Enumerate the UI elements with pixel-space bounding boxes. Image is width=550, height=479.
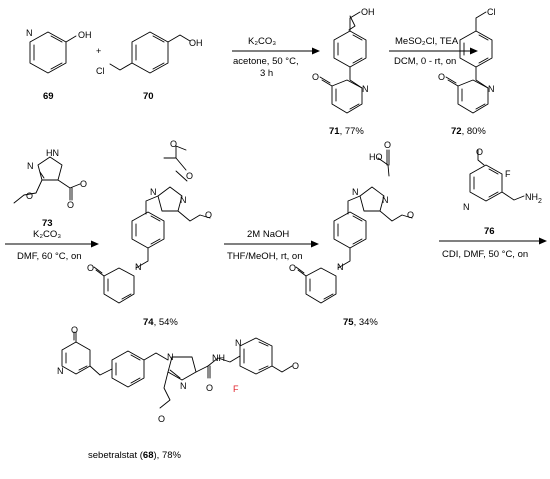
atom-o: O: [206, 383, 213, 393]
atom-o: O: [289, 263, 296, 273]
atom-n: N: [463, 202, 470, 212]
step5-conditions: CDI, DMF, 50 °C, on: [442, 249, 528, 260]
atom-oh: OH: [189, 38, 203, 48]
compound-label-69: 69: [43, 91, 54, 102]
step3-reagent: K₂CO₃: [33, 229, 61, 240]
atom-n: N: [352, 187, 359, 197]
step1-reagent: K₂CO₃: [248, 36, 276, 47]
compound-label-74: 74, 54%: [143, 317, 178, 328]
compound-70-structure: Cl OH: [96, 31, 203, 76]
atom-o: O: [292, 361, 299, 371]
atom-o: O: [170, 139, 177, 149]
product-label: sebetralstat (68), 78%: [88, 450, 182, 461]
atom-o: O: [158, 414, 165, 424]
atom-n: N: [382, 195, 389, 205]
atom-f: F: [233, 384, 239, 394]
compound-74-structure: O O N N O O N: [87, 139, 212, 304]
atom-o: O: [205, 210, 212, 220]
atom-oh: OH: [361, 7, 375, 17]
atom-n: N: [337, 262, 344, 272]
step1-time: 3 h: [260, 68, 273, 79]
step1-conditions: acetone, 50 °C,: [233, 56, 299, 67]
compound-label-73: 73: [42, 218, 53, 229]
compound-76-structure: O F N NH2: [463, 147, 542, 212]
compound-69-structure: OH N: [26, 28, 92, 74]
atom-cl: Cl: [96, 66, 105, 76]
atom-o: O: [384, 140, 391, 150]
atom-o: O: [312, 72, 319, 82]
step3-conditions: DMF, 60 °C, on: [17, 251, 82, 262]
compound-label-72: 72, 80%: [451, 126, 486, 137]
atom-o: O: [71, 325, 78, 335]
compound-label-75: 75, 34%: [343, 317, 378, 328]
compound-label-71: 71, 77%: [329, 126, 364, 137]
atom-o: O: [407, 210, 414, 220]
step2-reagent: MeSO₂Cl, TEA: [395, 36, 459, 47]
atom-o: O: [438, 72, 445, 82]
atom-n: N: [26, 28, 33, 38]
compound-label-70: 70: [143, 91, 154, 102]
atom-n: N: [135, 262, 142, 272]
reaction-arrow-3: K₂CO₃ DMF, 60 °C, on: [5, 229, 99, 262]
plus-sign: +: [96, 46, 101, 56]
atom-o: O: [476, 147, 483, 157]
atom-ho: HO: [369, 152, 383, 162]
atom-hn: HN: [46, 148, 59, 158]
atom-o: O: [186, 171, 193, 181]
atom-o: O: [87, 263, 94, 273]
compound-72-structure: Cl O N: [438, 7, 496, 114]
atom-n: N: [362, 84, 369, 94]
compound-label-76: 76: [484, 226, 495, 237]
atom-n: N: [488, 84, 495, 94]
atom-n: N: [167, 352, 174, 362]
reaction-arrow-4: 2M NaOH THF/MeOH, rt, on: [224, 229, 319, 262]
reaction-arrow-5: CDI, DMF, 50 °C, on: [439, 237, 547, 260]
atom-n: N: [235, 338, 242, 348]
compound-73-structure: HN N O O O: [13, 148, 87, 210]
atom-o: O: [26, 191, 33, 201]
compound-71-structure: OH O N: [312, 7, 375, 114]
atom-o: O: [80, 179, 87, 189]
atom-n: N: [180, 195, 187, 205]
step2-conditions: DCM, 0 - rt, on: [394, 56, 456, 67]
step4-conditions: THF/MeOH, rt, on: [227, 251, 302, 262]
atom-nh2: NH2: [525, 192, 542, 205]
atom-n: N: [150, 187, 157, 197]
atom-o: O: [67, 200, 74, 210]
atom-n: N: [180, 381, 187, 391]
atom-n: N: [27, 161, 34, 171]
compound-75-structure: HO O N N O O N: [289, 140, 414, 304]
reaction-arrow-1: K₂CO₃ acetone, 50 °C, 3 h: [232, 36, 320, 79]
atom-oh: OH: [78, 30, 92, 40]
reaction-arrow-2: MeSO₂Cl, TEA DCM, 0 - rt, on: [389, 36, 478, 67]
atom-nh: NH: [212, 353, 225, 363]
sebetralstat-structure: O N N N O O NH N F O: [57, 325, 299, 424]
atom-n: N: [57, 366, 64, 376]
atom-cl: Cl: [487, 7, 496, 17]
step4-reagent: 2M NaOH: [247, 229, 289, 240]
atom-f: F: [505, 169, 511, 179]
